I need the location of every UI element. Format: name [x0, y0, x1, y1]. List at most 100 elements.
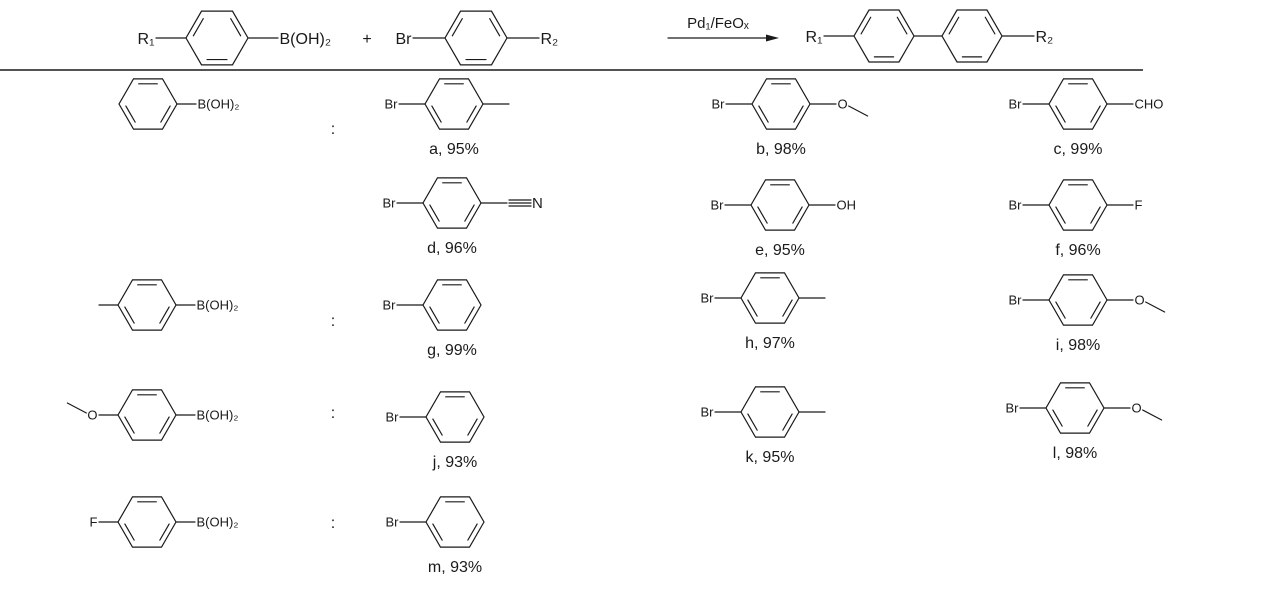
double-bond: [948, 16, 960, 35]
double-bond: [1055, 301, 1066, 319]
atom-label: OH: [837, 198, 857, 213]
ring-outline: [117, 279, 177, 331]
double-bond: [793, 105, 804, 123]
atom-label: F: [90, 515, 98, 530]
substituent: B(OH)₂: [175, 515, 238, 530]
methyl-bond: [848, 105, 869, 117]
atom-label: Br: [1009, 198, 1023, 213]
double-bond: [159, 306, 170, 324]
atom-label: Br: [383, 298, 397, 313]
double-bond: [451, 18, 463, 37]
double-bond: [757, 206, 768, 224]
atom-label: Br: [386, 410, 400, 425]
atom-label: R₂: [541, 31, 559, 48]
double-bond: [1090, 206, 1101, 224]
substituent: Br: [1009, 198, 1050, 213]
substituent: OH: [808, 198, 857, 213]
ring-outline: [941, 9, 1003, 63]
ring-outline: [185, 10, 249, 66]
atom-label: B(OH)₂: [197, 298, 239, 313]
substituent: Br: [1009, 97, 1050, 112]
aryl-bromide-entry: Brk, 95%: [701, 386, 826, 466]
substituent: Br: [712, 97, 753, 112]
ring-outline: [1048, 179, 1108, 231]
atom-label: Br: [701, 405, 715, 420]
double-bond: [432, 523, 443, 541]
double-bond: [467, 418, 478, 436]
atom-label: R₁: [806, 29, 823, 46]
biaryl-product-general: R₁ R₂: [806, 9, 1054, 63]
substituent: B(OH)₂: [247, 31, 331, 48]
substituent: Br: [701, 405, 742, 420]
nitrogen-label: N: [532, 195, 543, 212]
double-bond: [160, 105, 171, 123]
double-bond: [1090, 105, 1101, 123]
oxygen-label: O: [838, 97, 848, 112]
double-bond: [747, 299, 758, 317]
atom-label: Br: [701, 291, 715, 306]
double-bond: [896, 16, 908, 35]
product-label: d, 96%: [427, 240, 477, 257]
substituent: O: [1106, 293, 1166, 313]
benzene-ring: [425, 496, 485, 548]
double-bond: [464, 306, 475, 324]
substituent: B(OH)₂: [176, 97, 240, 112]
product-label: g, 99%: [427, 342, 477, 359]
atom-label: Br: [385, 97, 399, 112]
boronic-acid: B(OH)₂: [118, 78, 240, 130]
atom-label: B(OH)₂: [198, 97, 240, 112]
product-label: h, 97%: [745, 335, 795, 352]
double-bond: [464, 204, 475, 222]
substituent: B(OH)₂: [175, 408, 238, 423]
ring-outline: [425, 496, 485, 548]
atom-label: Br: [386, 515, 400, 530]
aryl-bromide-entry: Br h, 97%: [701, 272, 826, 352]
benzene-ring: [751, 78, 811, 130]
double-bond: [432, 418, 443, 436]
benzene-ring: [117, 279, 177, 331]
atom-label: Br: [396, 31, 413, 48]
ring-outline: [117, 496, 177, 548]
product-label: l, 98%: [1053, 445, 1097, 462]
double-bond: [747, 413, 758, 431]
substituent: Br: [1009, 293, 1050, 308]
substituent: Br: [396, 31, 446, 48]
benzene-ring: [185, 10, 249, 66]
substituent: Br: [701, 291, 742, 306]
substituent: R₂: [1001, 29, 1054, 46]
product-label: i, 98%: [1056, 337, 1100, 354]
benzene-ring: [1048, 274, 1108, 326]
benzene-ring: [424, 78, 484, 130]
double-bond: [1087, 409, 1098, 427]
double-bond: [792, 206, 803, 224]
ring-outline: [751, 78, 811, 130]
product-label: b, 98%: [756, 141, 806, 158]
double-bond: [466, 105, 477, 123]
product-label: m, 93%: [428, 559, 482, 576]
double-bond: [124, 416, 135, 434]
ring-outline: [740, 272, 800, 324]
substituent: R₂: [506, 31, 559, 48]
product-label: c, 99%: [1054, 141, 1103, 158]
double-bond: [782, 299, 793, 317]
double-bond: [1055, 105, 1066, 123]
atom-label: Br: [1009, 293, 1023, 308]
ring-outline: [750, 179, 810, 231]
substituent: CHO: [1106, 97, 1163, 112]
aryl-bromide-entry: Brj, 93%: [386, 391, 485, 471]
double-bond: [1090, 301, 1101, 319]
aryl-bromide-entry: Br Ob, 98%: [712, 78, 869, 158]
atom-label: R₂: [1036, 29, 1054, 46]
benzene-ring: [941, 9, 1003, 63]
aryl-bromide-entry: Br CHO c, 99%: [1009, 78, 1163, 158]
substituent: F: [1106, 198, 1143, 213]
product-label: e, 95%: [755, 242, 805, 259]
substituent: Br: [383, 298, 424, 313]
benzene-ring: [422, 177, 482, 229]
aryl-bromide-entry: Br g, 99%: [383, 279, 482, 359]
